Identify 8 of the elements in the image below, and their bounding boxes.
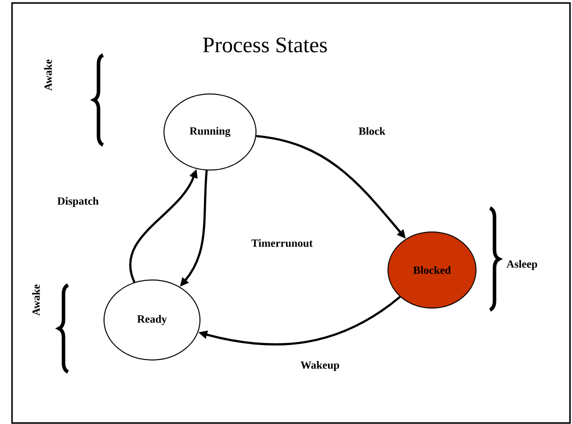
edge-label: Timerrunout — [251, 239, 313, 247]
title: Process States — [203, 38, 327, 52]
state-label: Asleep — [506, 260, 538, 270]
state-label: Awake — [44, 60, 52, 91]
edge-label: Wakeup — [300, 361, 340, 371]
edge-label: Block — [358, 127, 386, 135]
state-label: Awake — [32, 284, 40, 316]
edge-label: Dispatch — [57, 197, 99, 207]
